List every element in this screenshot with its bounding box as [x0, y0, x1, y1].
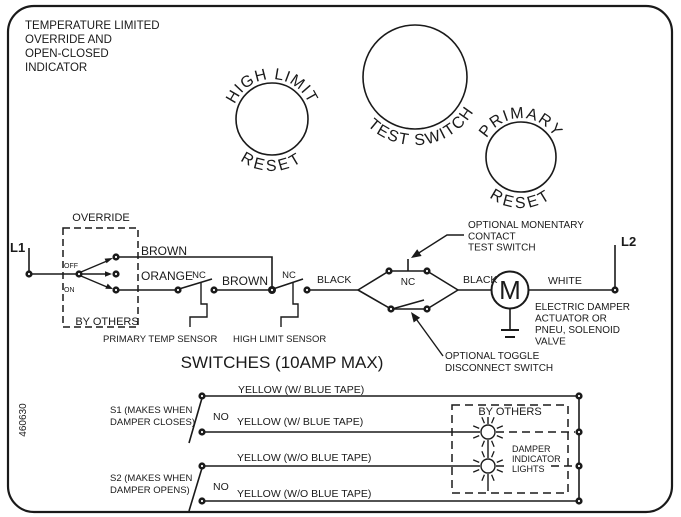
- lights-label-line: INDICATOR: [512, 454, 561, 464]
- momentary-annotation: OPTIONAL MONENTARY CONTACT TEST SWITCH: [411, 220, 584, 258]
- damper-indicator-lamp-2: [472, 450, 504, 482]
- selector-arrow-on: [105, 283, 113, 289]
- s2-switch-blade: [188, 467, 203, 512]
- high-limit-sensor-switch: NC: [272, 270, 304, 327]
- motor-letter: M: [499, 275, 521, 305]
- lights-label-line: DAMPER: [512, 444, 551, 454]
- override-by-others-box: [62, 227, 139, 328]
- indicator-circuit: S1 (MAKES WHEN DAMPER CLOSES) NO S2 (MAK…: [110, 384, 580, 512]
- on-label: ON: [64, 287, 75, 294]
- title-line: OPEN-CLOSED: [25, 48, 109, 60]
- yellow-wire-1-label: YELLOW (W/ BLUE TAPE): [238, 384, 364, 396]
- toggle-branch: [357, 289, 459, 310]
- drawing-border: [6, 4, 674, 514]
- l2-label: L2: [621, 234, 636, 249]
- annotation-line: VALVE: [535, 337, 566, 348]
- primary-temp-sensor-element: [189, 283, 208, 327]
- part-number: 460630: [18, 403, 29, 437]
- high-limit-reset-knob: [235, 82, 309, 156]
- s2-label-line: S2 (MAKES WHEN: [110, 473, 192, 484]
- primary-temp-sensor-label: PRIMARY TEMP SENSOR: [103, 334, 218, 345]
- annotation-line: ELECTRIC DAMPER: [535, 302, 630, 313]
- test-switch-knob: [362, 24, 468, 130]
- selector-arrow-mid: [105, 271, 112, 277]
- selector-arrow-off: [104, 258, 113, 264]
- s2-no-label: NO: [213, 481, 229, 493]
- override-switch-section: OVERRIDE OFF ON BY OTHERS: [62, 212, 139, 328]
- primary-temp-sensor-switch: NC: [178, 270, 213, 327]
- annotation-line: OPTIONAL MONENTARY: [468, 220, 584, 231]
- yellow-wire-3-label: YELLOW (W/O BLUE TAPE): [237, 452, 371, 464]
- s1-label-line: DAMPER CLOSES): [110, 417, 195, 428]
- switches-rating-label: SWITCHES (10AMP MAX): [181, 353, 384, 372]
- primary-reset-knob: [485, 121, 557, 193]
- annotation-line: ACTUATOR OR: [535, 314, 607, 325]
- leader-arrowhead: [411, 312, 421, 323]
- annotation-line: PNEU, SOLENOID: [535, 325, 620, 336]
- annotation-line: TEST SWITCH: [468, 243, 536, 254]
- title-line: INDICATOR: [25, 62, 87, 74]
- yellow-wire-2-label: YELLOW (W/ BLUE TAPE): [237, 416, 363, 428]
- annotation-line: CONTACT: [468, 232, 516, 243]
- title-block: TEMPERATURE LIMITED OVERRIDE AND OPEN-CL…: [25, 20, 160, 74]
- damper-indicator-lamp-1: [472, 416, 504, 448]
- test-disconnect-branch: NC: [357, 259, 459, 310]
- toggle-annotation: OPTIONAL TOGGLE DISCONNECT SWITCH: [411, 312, 553, 374]
- white-wire-label: WHITE: [548, 275, 582, 287]
- indicator-by-others-label: BY OTHERS: [478, 406, 541, 418]
- s1-no-label: NO: [213, 411, 229, 423]
- damper-actuator-motor: BLACK M: [458, 270, 530, 338]
- brown-bypass-wire: [116, 256, 273, 290]
- brown-top-wire-label: BROWN: [141, 244, 187, 258]
- title-line: TEMPERATURE LIMITED: [25, 20, 160, 32]
- l2-terminal: L2: [614, 234, 636, 290]
- high-limit-sensor-label: HIGH LIMIT SENSOR: [233, 334, 326, 345]
- high-limit-sensor-element: [280, 283, 299, 327]
- off-label: OFF: [64, 263, 78, 270]
- black-left-wire-label: BLACK: [317, 274, 351, 286]
- l1-terminal: L1: [10, 240, 79, 275]
- s1-label-line: S1 (MAKES WHEN: [110, 405, 192, 416]
- actuator-annotation: ELECTRIC DAMPER ACTUATOR OR PNEU, SOLENO…: [535, 302, 630, 348]
- black-right-wire-label: BLACK: [463, 274, 497, 286]
- main-circuit: BROWN ORANGE NC BROWN NC BLACK PRIMARY T…: [103, 244, 615, 345]
- nc1-label: NC: [192, 270, 206, 281]
- toggle-switch-blade: [391, 299, 425, 310]
- annotation-line: OPTIONAL TOGGLE: [445, 351, 540, 362]
- annotation-line: DISCONNECT SWITCH: [445, 363, 553, 374]
- orange-wire-label: ORANGE: [141, 269, 193, 283]
- s1-switch-blade: [188, 397, 203, 444]
- lights-label-line: LIGHTS: [512, 464, 545, 474]
- brown-mid-wire-label: BROWN: [222, 274, 268, 288]
- nc2-label: NC: [282, 270, 296, 281]
- nc3-label: NC: [401, 277, 415, 288]
- override-by-others-label: BY OTHERS: [75, 316, 138, 328]
- title-line: OVERRIDE AND: [25, 34, 112, 46]
- s2-label-line: DAMPER OPENS): [110, 485, 190, 496]
- connection-nodes: [25, 253, 619, 505]
- indicator-by-others-box: [451, 404, 569, 494]
- l1-label: L1: [10, 240, 25, 255]
- yellow-wire-4-label: YELLOW (W/O BLUE TAPE): [237, 488, 371, 500]
- override-label: OVERRIDE: [72, 212, 129, 224]
- leader-arrowhead: [411, 249, 422, 258]
